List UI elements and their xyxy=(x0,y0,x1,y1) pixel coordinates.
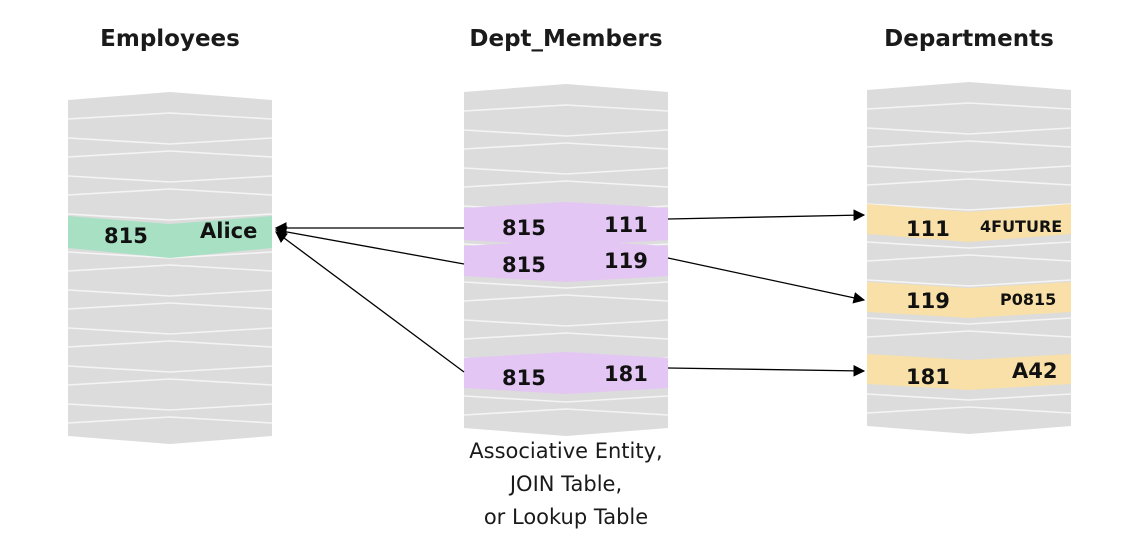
employees-title: Employees xyxy=(100,26,240,52)
department-name-cell: A42 xyxy=(1012,359,1057,383)
table-stack-slab-line xyxy=(67,365,273,373)
department-row-band xyxy=(867,282,1071,318)
table-stack-slab-line xyxy=(67,137,273,145)
table-stack-slab-line xyxy=(67,188,273,196)
table-stack-slab-line xyxy=(67,416,273,424)
table-stack-slab-line xyxy=(866,241,1072,249)
arrow-member1-to-department xyxy=(667,209,866,222)
table-stack-slab-line xyxy=(67,175,273,183)
department-name-cell: P0815 xyxy=(1000,290,1056,309)
table-stack-slab-line xyxy=(463,281,669,289)
caption-line-3: or Lookup Table xyxy=(484,505,648,529)
department-row-111: 111 4FUTURE xyxy=(867,204,1071,242)
table-stack-slab-line xyxy=(463,167,669,175)
department-id-cell: 181 xyxy=(906,365,950,389)
department-id-cell: 111 xyxy=(906,217,950,241)
table-stack-slab-line xyxy=(463,319,669,327)
arrow-member3-to-department xyxy=(667,364,866,377)
caption-line-1: Associative Entity, xyxy=(469,439,662,463)
table-stack-slab-line xyxy=(866,203,1072,211)
member-dept-id-cell: 111 xyxy=(604,213,648,237)
table-stack-slab-line xyxy=(67,289,273,297)
employee-id-cell: 815 xyxy=(104,224,148,248)
table-stack-slab-line xyxy=(67,327,273,335)
table-stack-slab-line xyxy=(463,104,669,112)
table-stack-slab-line xyxy=(463,395,669,403)
employee-row-band xyxy=(68,216,272,258)
table-stack-slab-line xyxy=(67,340,273,348)
table-stack-body xyxy=(68,92,272,444)
table-stack-slab-line xyxy=(866,330,1072,338)
member-emp-id-cell: 815 xyxy=(502,253,546,277)
table-stack-slab-line xyxy=(866,140,1072,148)
arrow-member2-to-department xyxy=(667,257,866,304)
departments-title: Departments xyxy=(884,26,1054,52)
member-row-1: 815 111 xyxy=(464,202,668,246)
employees-table-stack xyxy=(67,92,273,444)
department-row-119: 119 P0815 xyxy=(867,282,1071,318)
table-stack-slab-line xyxy=(463,408,669,416)
table-stack-slab-line xyxy=(866,127,1072,135)
department-id-cell: 119 xyxy=(906,289,950,313)
table-stack-slab-line xyxy=(67,403,273,411)
table-stack-slab-line xyxy=(463,332,669,340)
department-name-cell: 4FUTURE xyxy=(980,217,1062,236)
table-stack-slab-line xyxy=(67,302,273,310)
arrow-member2-to-employee xyxy=(274,226,465,265)
table-stack-slab-line xyxy=(866,254,1072,262)
table-stack-slab-line xyxy=(67,264,273,272)
table-stack-slab-line xyxy=(463,129,669,137)
table-stack-slab-line xyxy=(463,180,669,188)
table-stack-slab-line xyxy=(866,102,1072,110)
dept-members-title: Dept_Members xyxy=(469,26,662,52)
member-row-band xyxy=(464,352,668,394)
table-stack-slab-line xyxy=(866,393,1072,401)
table-stack-slab-line xyxy=(67,112,273,120)
department-row-band xyxy=(867,354,1071,390)
member-row-2: 815 119 xyxy=(464,240,668,282)
caption-line-2: JOIN Table, xyxy=(508,472,622,496)
department-row-band xyxy=(867,204,1071,242)
table-stack-slab-line xyxy=(67,150,273,158)
employee-row-alice: 815 Alice xyxy=(68,216,272,258)
table-stack-slab-line xyxy=(67,378,273,386)
employee-name-cell: Alice xyxy=(200,219,257,243)
member-row-3: 815 181 xyxy=(464,352,668,394)
department-row-181: 181 A42 xyxy=(867,354,1071,390)
member-dept-id-cell: 119 xyxy=(604,249,648,273)
member-emp-id-cell: 815 xyxy=(502,366,546,390)
table-stack-body xyxy=(867,82,1071,434)
departments-table-stack xyxy=(866,82,1072,434)
table-stack-slab-line xyxy=(67,213,273,221)
arrow-member3-to-employee xyxy=(275,231,465,373)
table-stack-slab-line xyxy=(866,279,1072,287)
member-dept-id-cell: 181 xyxy=(604,362,648,386)
member-emp-id-cell: 815 xyxy=(502,216,546,240)
table-stack-slab-line xyxy=(866,406,1072,414)
table-stack-slab-line xyxy=(866,165,1072,173)
table-stack-slab-line xyxy=(463,142,669,150)
member-row-band xyxy=(464,202,668,246)
member-row-band xyxy=(464,240,668,282)
table-stack-slab-line xyxy=(866,178,1072,186)
table-stack-slab-line xyxy=(866,317,1072,325)
table-stack-slab-line xyxy=(463,294,669,302)
